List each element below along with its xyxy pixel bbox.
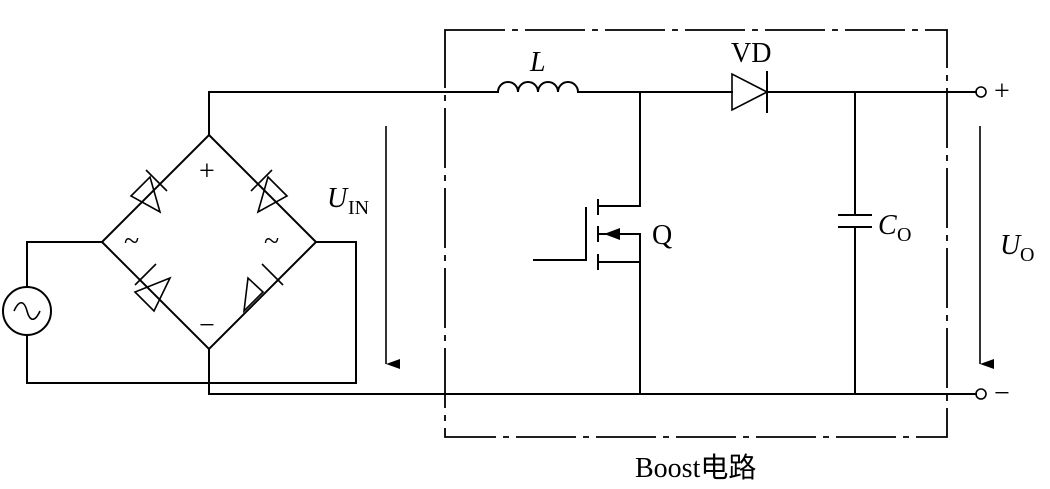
capacitor-co [838, 91, 872, 395]
capacitor-label-sub: O [897, 224, 911, 246]
sine-icon [13, 301, 41, 321]
bridge-rectifier [100, 133, 318, 351]
boost-caption: Boost电路 [635, 452, 756, 484]
bridge-tilde-left: ~ [124, 226, 139, 257]
inductor [496, 81, 580, 94]
output-terminal-plus [975, 86, 987, 98]
bridge-plus-label: + [199, 156, 215, 187]
output-voltage-label-sub: O [1020, 244, 1034, 266]
output-terminal-minus [975, 388, 987, 400]
bridge-minus-label: − [199, 310, 215, 341]
output-plus-label: + [994, 76, 1010, 107]
wire-source-bottom [26, 241, 357, 384]
diode-vd [731, 71, 769, 113]
boost-enclosure [444, 29, 948, 438]
diode-label: VD [731, 38, 771, 69]
wire-bottom-rail [208, 348, 977, 395]
wire-source-top [26, 241, 103, 288]
inductor-label: L [529, 47, 546, 78]
wire-top-rail-left [208, 91, 499, 136]
output-minus-label: − [994, 378, 1010, 409]
capacitor-label-main: C [878, 210, 897, 241]
input-voltage-label-sub: IN [348, 197, 369, 219]
ac-source [2, 286, 52, 336]
transistor-label: Q [652, 220, 672, 251]
bridge-tilde-right: ~ [264, 226, 279, 257]
output-voltage-label-main: U [1000, 230, 1022, 261]
mosfet-q [533, 91, 641, 395]
input-voltage-label-main: U [327, 183, 349, 214]
